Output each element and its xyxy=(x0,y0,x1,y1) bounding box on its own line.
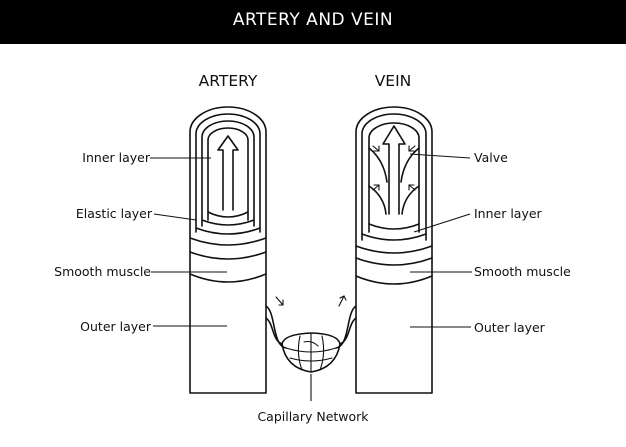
artery-elastic-wall xyxy=(195,113,261,233)
vein-inner-layer-label: Inner layer xyxy=(474,206,543,221)
capillary-vessel-3 xyxy=(297,335,303,371)
vein-inner-layer-pointer xyxy=(413,213,471,233)
vein-tube xyxy=(355,106,433,394)
capillary-arrow-out xyxy=(338,295,347,307)
vein-lumen-cut xyxy=(368,223,420,230)
vein-outer-wall xyxy=(355,106,433,394)
capillary-network xyxy=(265,295,357,373)
vein-smooth-muscle-label: Smooth muscle xyxy=(474,264,571,279)
artery-elastic-layer-pointer xyxy=(153,213,197,221)
vein-band-1 xyxy=(355,245,433,254)
artery-lumen-cut xyxy=(207,211,249,218)
artery-elastic-cut xyxy=(195,227,261,235)
artery-tube xyxy=(189,106,267,394)
vein-flow-arrow xyxy=(382,125,406,215)
artery-smooth-muscle-top xyxy=(189,251,267,260)
vein-valve-right-upper xyxy=(400,147,420,183)
artery-outer-layer-label: Outer layer xyxy=(80,319,152,334)
artery-band-1 xyxy=(189,237,267,246)
vein-valve-pointer xyxy=(409,153,471,159)
artery-inner-cut xyxy=(201,219,255,226)
capillary-vessel-4 xyxy=(319,335,325,371)
artery-inner-layer-label: Inner layer xyxy=(82,150,151,165)
capillary-vessel-6 xyxy=(303,340,319,347)
artery-lumen-wall xyxy=(207,127,249,221)
title-banner: ARTERY AND VEIN xyxy=(0,0,626,44)
vein-title: VEIN xyxy=(375,72,412,90)
vein-valve-left-lower xyxy=(368,185,387,215)
artery-elastic-layer-label: Elastic layer xyxy=(76,206,153,221)
capillary-arrow-in xyxy=(275,296,284,306)
capillary-artery-branch-inner xyxy=(265,317,283,345)
vein-small-arrow-3 xyxy=(372,184,380,191)
artery-flow-arrow xyxy=(217,135,239,211)
artery-title: ARTERY xyxy=(199,72,258,90)
capillary-vein-branch-inner xyxy=(339,317,357,345)
capillary-bed-outline xyxy=(281,332,341,373)
capillary-network-label: Capillary Network xyxy=(257,409,369,424)
vein-inner-cut xyxy=(361,233,427,241)
vein-inner-wall xyxy=(368,122,420,233)
artery-smooth-muscle-bottom xyxy=(189,273,267,283)
vein-smooth-muscle-top xyxy=(355,257,433,266)
vein-small-arrow-2 xyxy=(408,145,416,152)
artery-outer-wall xyxy=(189,106,267,394)
vein-smooth-muscle-bottom xyxy=(355,275,433,285)
vein-valve-left-upper xyxy=(368,147,388,183)
vein-valve-label: Valve xyxy=(474,150,508,165)
vein-middle-wall xyxy=(361,113,427,241)
vein-small-arrow-1 xyxy=(372,145,380,152)
banner-title: ARTERY AND VEIN xyxy=(232,10,394,30)
vein-outer-layer-label: Outer layer xyxy=(474,320,546,335)
vein-valve-right-lower xyxy=(401,185,420,215)
artery-inner-wall xyxy=(201,120,255,227)
vein-small-arrow-4 xyxy=(408,184,416,191)
artery-smooth-muscle-label: Smooth muscle xyxy=(54,264,151,279)
